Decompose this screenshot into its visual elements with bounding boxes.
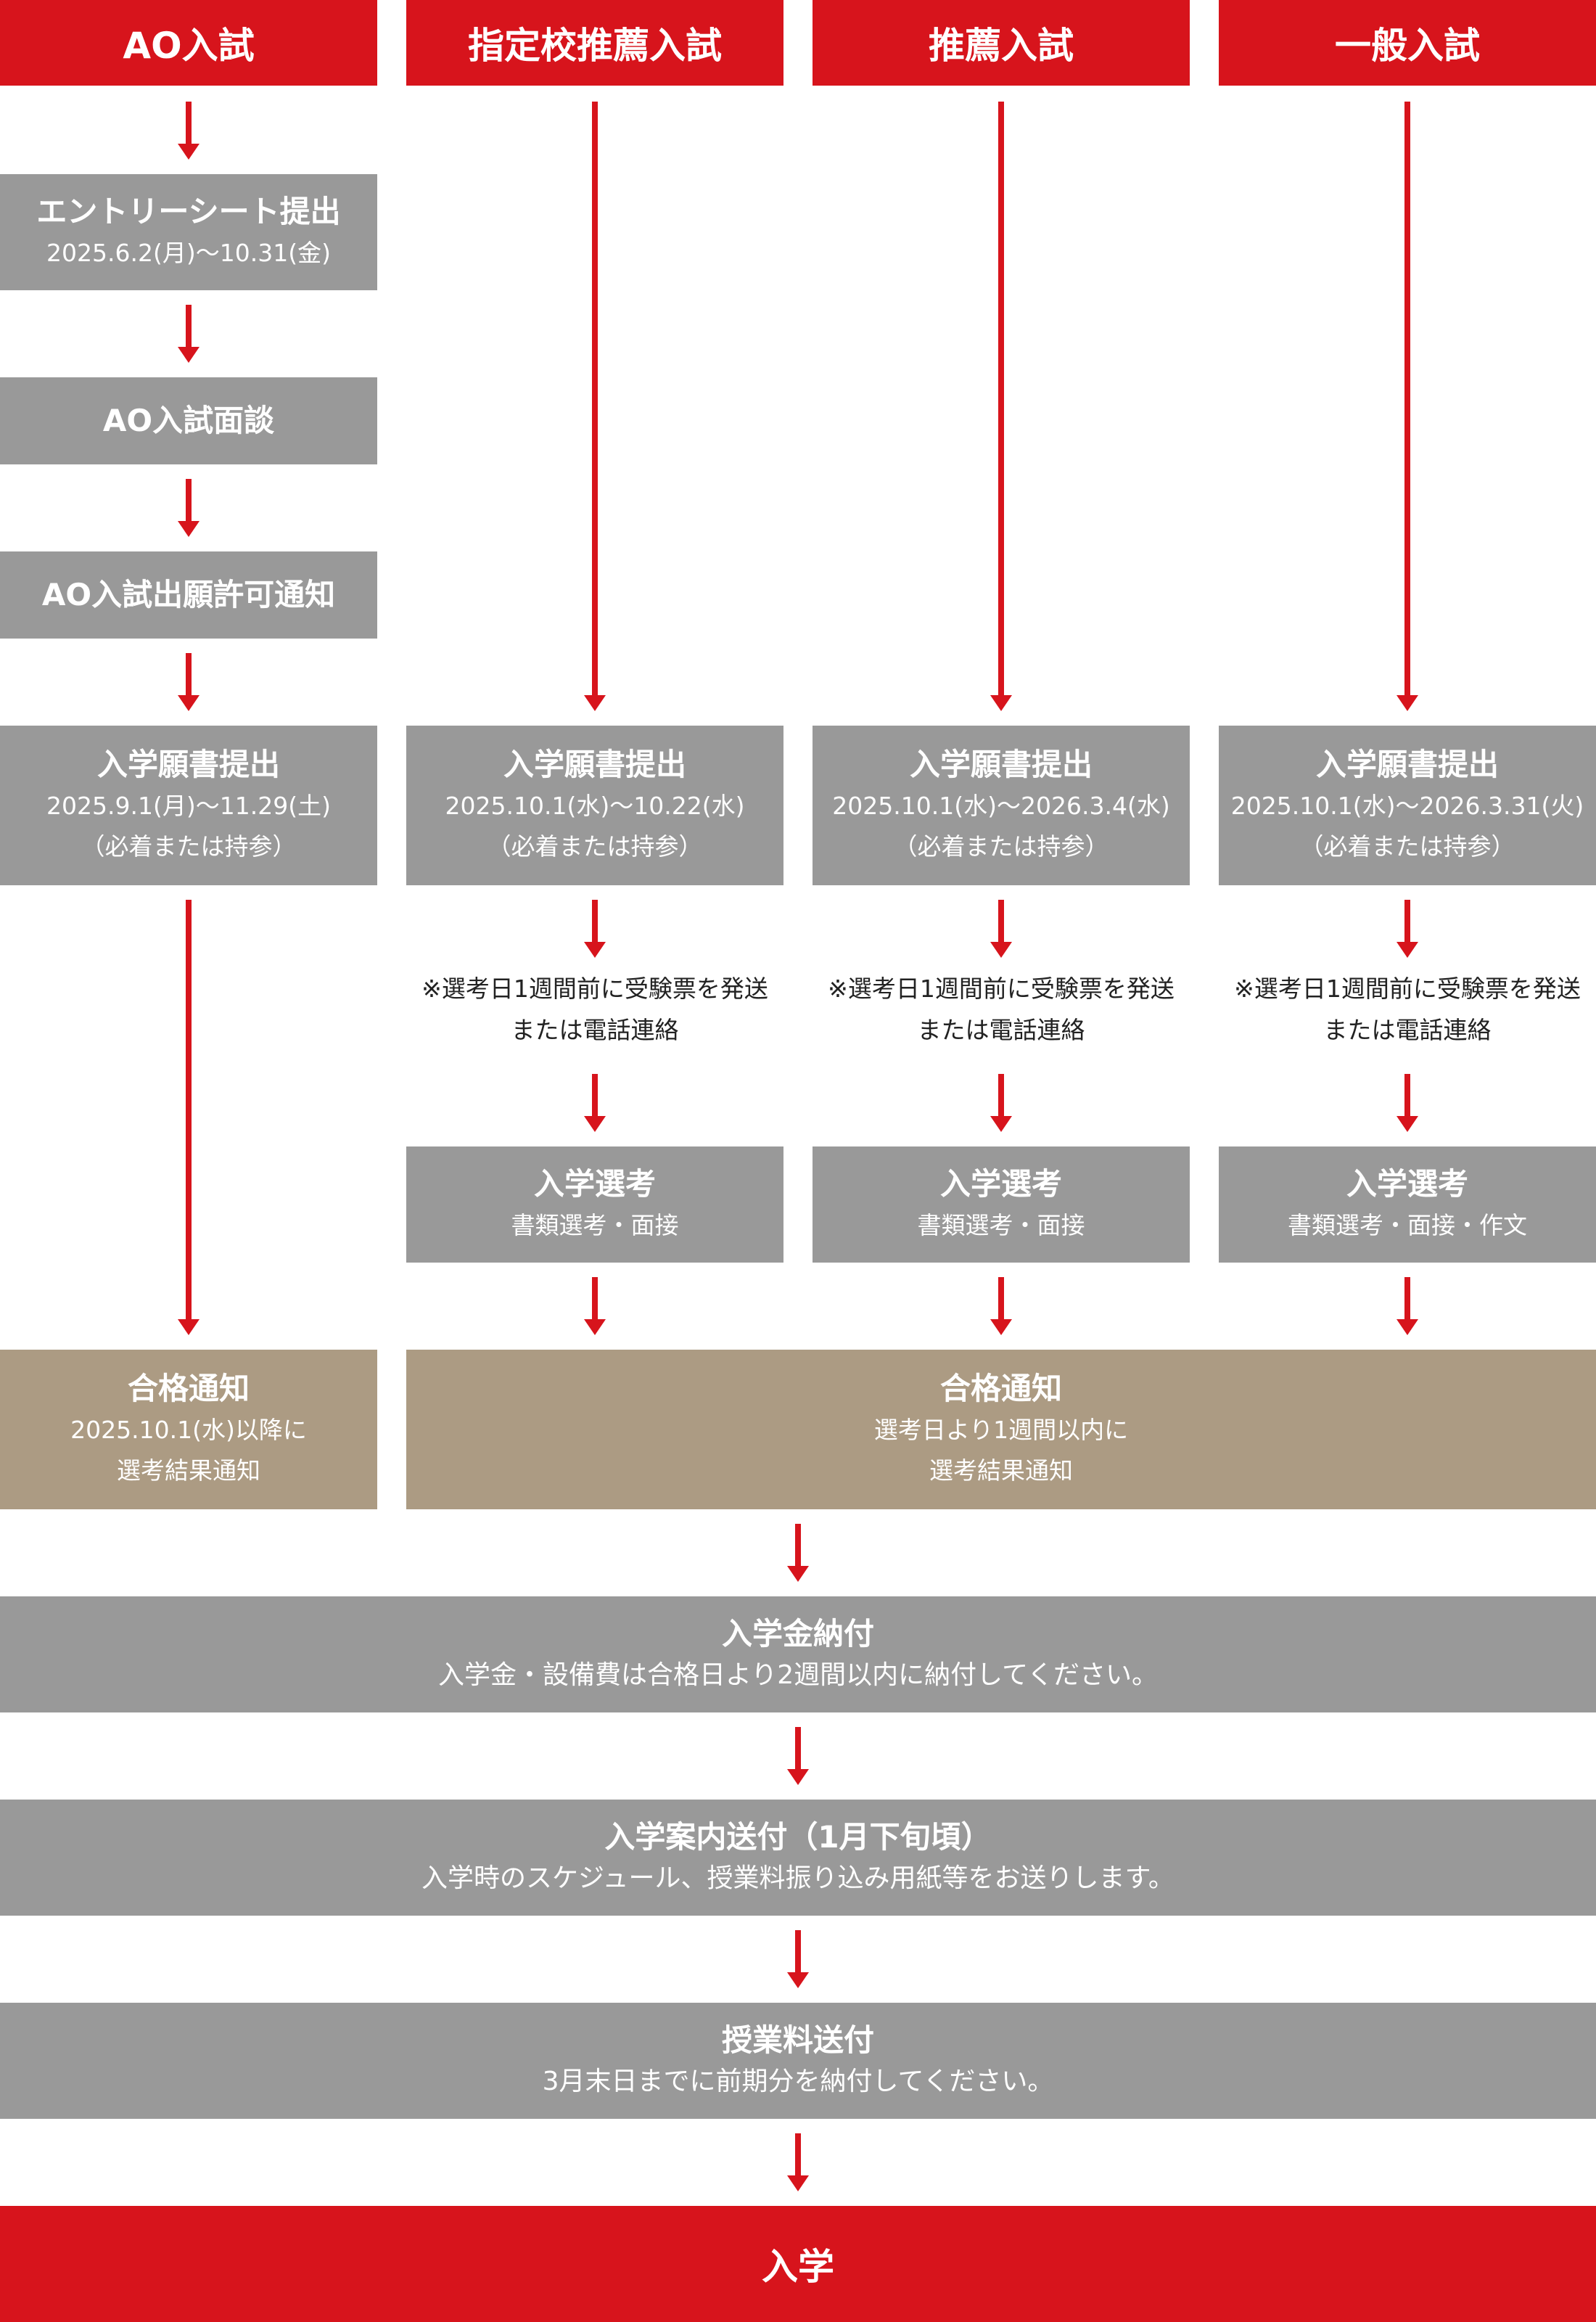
step-date: 2025.10.1(水)〜2026.3.4(水) (832, 792, 1170, 820)
tuition-step: 授業料送付 3月末日までに前期分を納付してください。 (0, 2003, 1596, 2119)
step-detail: 入学金・設備費は合格日より2週間以内に納付してください。 (437, 1660, 1159, 1690)
route-header-shitei: 指定校推薦入試 (406, 0, 783, 86)
route-header-ippan: 一般入試 (1219, 0, 1596, 86)
ao-permit-step: AO入試出願許可通知 (0, 551, 377, 639)
step-date: 2025.6.2(月)〜10.31(金) (46, 239, 331, 267)
route-header-suisen: 推薦入試 (813, 0, 1190, 86)
step-date: 2025.10.1(水)〜10.22(水) (445, 792, 745, 820)
step-detail: 書類選考・面接・作文 (1288, 1211, 1527, 1239)
common-pass-notice: 合格通知 選考日より1週間以内に 選考結果通知 (406, 1350, 1596, 1509)
step-title: AO入試面談 (102, 403, 275, 438)
step-detail: 2025.10.1(水)以降に (70, 1416, 307, 1444)
ippan-exam-step: 入学選考 書類選考・面接・作文 (1219, 1146, 1596, 1263)
shitei-exam-step: 入学選考 書類選考・面接 (406, 1146, 783, 1263)
step-detail: 選考結果通知 (117, 1456, 260, 1485)
notice-line: ※選考日1週間前に受験票を発送 (828, 975, 1175, 1003)
step-note: （必着または持参） (81, 832, 297, 861)
enrollment-step: 入学 (0, 2206, 1596, 2322)
shitei-ticket-notice: ※選考日1週間前に受験票を発送 または電話連絡 (406, 968, 783, 1051)
step-title: 入学 (762, 2246, 834, 2288)
step-title: エントリーシート提出 (36, 194, 341, 229)
notice-line: または電話連絡 (511, 1016, 679, 1044)
step-title: AO入試出願許可通知 (41, 577, 336, 612)
step-detail: 選考結果通知 (929, 1456, 1073, 1485)
route-header-label: 一般入試 (1335, 25, 1480, 67)
step-title: 入学選考 (1346, 1166, 1468, 1202)
step-detail: 書類選考・面接 (511, 1211, 679, 1239)
step-note: （必着または持参） (1299, 832, 1515, 861)
step-detail: 選考日より1週間以内に (873, 1416, 1129, 1444)
step-title: 入学選考 (939, 1166, 1062, 1202)
ippan-ticket-notice: ※選考日1週間前に受験票を発送 または電話連絡 (1219, 968, 1596, 1051)
step-detail: 入学時のスケジュール、授業料振り込み用紙等をお送りします。 (421, 1863, 1175, 1893)
ippan-application-step: 入学願書提出 2025.10.1(水)〜2026.3.31(火) （必着または持… (1219, 726, 1596, 885)
notice-line: または電話連絡 (1323, 1016, 1492, 1044)
step-title: 入学案内送付（1月下旬頃） (604, 1819, 992, 1855)
step-title: 合格通知 (127, 1371, 250, 1406)
step-detail: 3月末日までに前期分を納付してください。 (542, 2067, 1054, 2096)
step-title: 入学選考 (533, 1166, 656, 1202)
step-title: 入学願書提出 (909, 747, 1093, 782)
notice-line: ※選考日1週間前に受験票を発送 (1234, 975, 1581, 1003)
ao-interview-step: AO入試面談 (0, 377, 377, 464)
step-note: （必着または持参） (893, 832, 1109, 861)
ao-pass-notice: 合格通知 2025.10.1(水)以降に 選考結果通知 (0, 1350, 377, 1509)
suisen-ticket-notice: ※選考日1週間前に受験票を発送 または電話連絡 (813, 968, 1190, 1051)
suisen-application-step: 入学願書提出 2025.10.1(水)〜2026.3.4(水) （必着または持参… (813, 726, 1190, 885)
admission-guide-step: 入学案内送付（1月下旬頃） 入学時のスケジュール、授業料振り込み用紙等をお送りし… (0, 1800, 1596, 1916)
step-title: 合格通知 (939, 1371, 1062, 1406)
admission-fee-step: 入学金納付 入学金・設備費は合格日より2週間以内に納付してください。 (0, 1596, 1596, 1712)
route-header-label: AO入試 (123, 25, 255, 67)
step-title: 入学願書提出 (96, 747, 280, 782)
shitei-application-step: 入学願書提出 2025.10.1(水)〜10.22(水) （必着または持参） (406, 726, 783, 885)
step-title: 入学願書提出 (503, 747, 686, 782)
step-date: 2025.10.1(水)〜2026.3.31(火) (1230, 792, 1584, 820)
entry-sheet-step: エントリーシート提出 2025.6.2(月)〜10.31(金) (0, 174, 377, 290)
step-title: 入学金納付 (721, 1616, 874, 1652)
step-title: 授業料送付 (721, 2022, 874, 2058)
step-date: 2025.9.1(月)〜11.29(土) (46, 792, 331, 820)
notice-line: または電話連絡 (917, 1016, 1085, 1044)
notice-line: ※選考日1週間前に受験票を発送 (421, 975, 768, 1003)
route-header-label: 推薦入試 (929, 25, 1074, 67)
step-detail: 書類選考・面接 (917, 1211, 1085, 1239)
ao-application-step: 入学願書提出 2025.9.1(月)〜11.29(土) （必着または持参） (0, 726, 377, 885)
suisen-exam-step: 入学選考 書類選考・面接 (813, 1146, 1190, 1263)
route-header-label: 指定校推薦入試 (468, 25, 722, 67)
route-header-ao: AO入試 (0, 0, 377, 86)
step-note: （必着または持参） (487, 832, 703, 861)
step-title: 入学願書提出 (1315, 747, 1499, 782)
